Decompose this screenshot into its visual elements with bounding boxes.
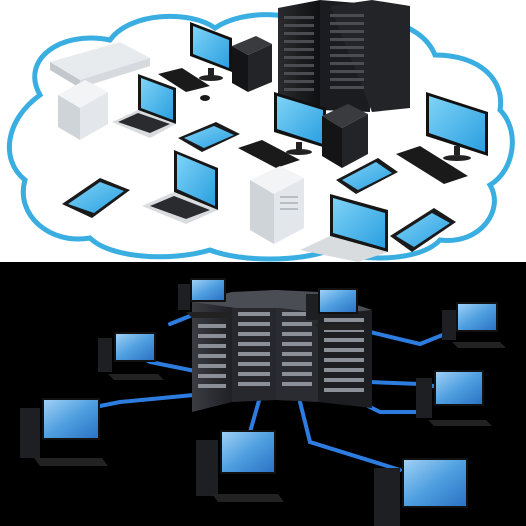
workstation-icon: [98, 332, 164, 380]
tower-server-icon: [232, 36, 272, 92]
tower-server-icon: [322, 104, 368, 168]
laptop-icon: [300, 194, 388, 262]
network-switch-icon: [50, 42, 150, 88]
desktop-monitor-icon: [190, 22, 232, 81]
workstation-icon: [178, 278, 234, 318]
workstation-icon: [442, 302, 506, 348]
tower-server-icon: [250, 166, 304, 244]
cloud-outline: [7, 12, 515, 262]
smartphone-icon: [336, 158, 398, 194]
smartphone-icon: [62, 178, 130, 218]
workstation-icon: [374, 458, 468, 526]
workstation-icon: [306, 288, 366, 330]
laptop-icon: [142, 150, 218, 224]
desktop-monitor-icon: [426, 92, 488, 161]
laptop-icon: [112, 74, 176, 138]
keyboard-icon: [238, 140, 300, 168]
tower-server-icon: [58, 80, 108, 140]
network-topology-panel: [0, 262, 526, 526]
workstation-icon: [20, 398, 108, 466]
rack-server-icon: [278, 0, 410, 118]
cloud-devices-illustration: [7, 0, 515, 262]
smartphone-icon: [178, 122, 240, 152]
cloud-devices-panel: [0, 0, 526, 262]
keyboard-icon: [158, 68, 210, 92]
network-topology-illustration: [20, 278, 506, 526]
workstation-icon: [416, 370, 492, 426]
desktop-monitor-icon: [274, 92, 326, 155]
keyboard-icon: [396, 146, 468, 184]
mouse-icon: [200, 95, 210, 101]
smartphone-icon: [390, 208, 456, 252]
workstation-icon: [196, 430, 284, 502]
